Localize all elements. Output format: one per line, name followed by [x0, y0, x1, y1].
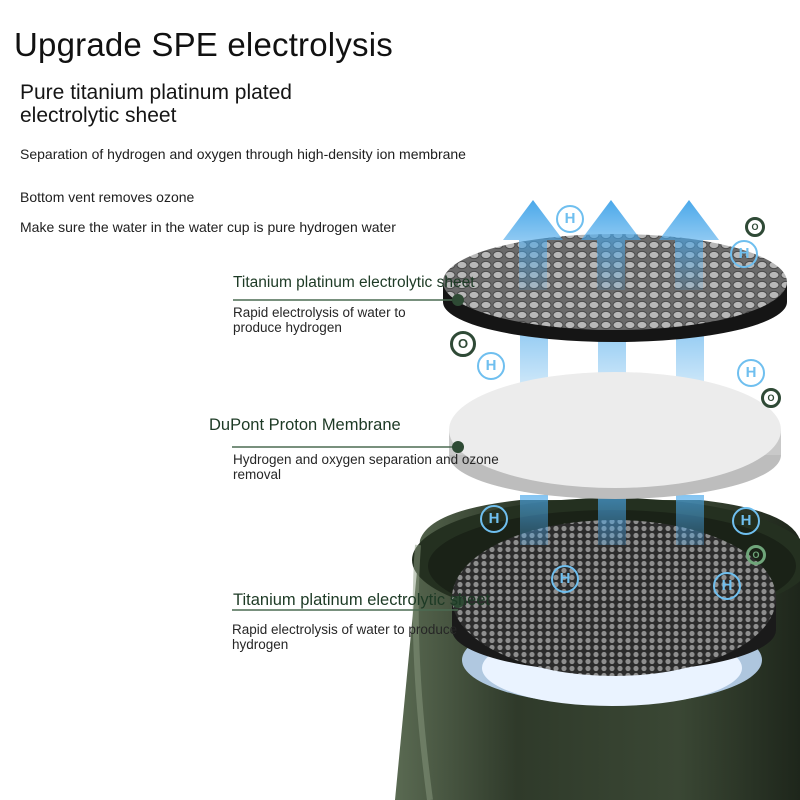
proton-membrane — [449, 372, 781, 499]
feature-text: Bottom vent removes ozone — [20, 189, 195, 205]
page-subtitle: Pure titanium platinum plated electrolyt… — [20, 81, 292, 127]
layer-description: Hydrogen and oxygen separation and ozone… — [233, 452, 499, 482]
feature-text: Make sure the water in the water cup is … — [20, 219, 396, 235]
layer-title: Titanium platinum electrolytic sheet — [233, 274, 475, 291]
bottom-electrolytic-sheet — [452, 520, 776, 676]
layer-title: DuPont Proton Membrane — [209, 416, 401, 434]
upward-arrows — [503, 200, 719, 290]
lower-beams — [520, 495, 704, 545]
page-title: Upgrade SPE electrolysis — [14, 26, 393, 63]
leader-lines — [232, 294, 464, 611]
feature-text: Separation of hydrogen and oxygen throug… — [20, 146, 466, 162]
layer-description: Rapid electrolysis of water to produce h… — [232, 622, 458, 652]
layer-title: Titanium platinum electrolytic sheet — [233, 591, 491, 609]
layer-description: Rapid electrolysis of water to produce h… — [233, 305, 406, 335]
